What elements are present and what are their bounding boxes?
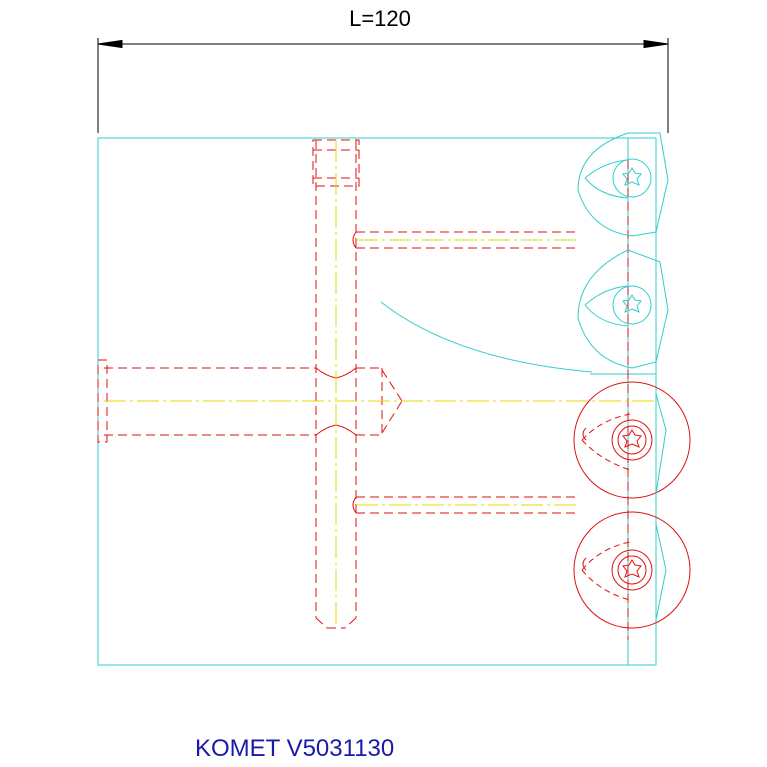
dimension-arrow-left — [97, 39, 123, 49]
insert-4-edge — [655, 523, 667, 621]
insert-1-chip-arc-lower — [584, 177, 629, 199]
coolant-channels — [97, 139, 629, 640]
dimension-arrow-right — [643, 39, 669, 49]
insert-4-hidden-arc-top — [581, 541, 631, 571]
insert-3-torx-icon — [622, 429, 642, 448]
insert-4-notch — [582, 557, 587, 571]
insert-3-hidden-arc-bottom — [581, 439, 631, 471]
insert-4-screw-head — [611, 549, 653, 591]
insert-4 — [573, 511, 691, 629]
dimension-label: L=120 — [349, 6, 411, 31]
insert-3-cutting-edge — [655, 393, 667, 495]
chip-flute-curve — [380, 301, 593, 373]
insert-2-chip-arc-lower — [584, 304, 629, 327]
insert-3-edge — [655, 393, 667, 495]
insert-2-outline — [577, 249, 669, 369]
insert-3-notch — [582, 427, 587, 441]
insert-3-screw-inner — [617, 425, 647, 455]
length-dimension — [97, 38, 669, 133]
insert-4-hidden-arc-bottom — [581, 569, 631, 601]
insert-2 — [577, 249, 669, 369]
upper-branch-joint — [352, 231, 357, 249]
vertical-bore-tip-right — [344, 617, 357, 629]
main-bore-tip-bottom — [381, 400, 403, 434]
main-bore-tip-top — [381, 369, 403, 402]
insert-2-screw-head — [612, 285, 652, 325]
insert-1-torx-icon — [622, 167, 642, 186]
insert-4-outer-circle — [573, 511, 691, 629]
insert-1 — [577, 132, 669, 237]
lower-branch-joint — [352, 496, 357, 514]
insert-1-screw-head — [612, 158, 652, 198]
insert-1-outline — [577, 132, 669, 237]
vertical-bore-tip-left — [315, 617, 328, 629]
insert-3 — [573, 381, 691, 499]
insert-3-screw-head — [611, 419, 653, 461]
insert-3-hidden-arc-top — [581, 413, 631, 441]
insert-4-cutting-edge — [655, 523, 667, 621]
insert-2-torx-icon — [622, 294, 642, 313]
insert-4-torx-icon — [622, 559, 642, 578]
insert-4-screw-inner — [617, 555, 647, 585]
center-lines — [104, 140, 656, 625]
drawing-title: KOMET V5031130 — [195, 735, 394, 762]
insert-2-chip-arc — [584, 285, 629, 306]
insert-3-outer-circle — [573, 381, 691, 499]
